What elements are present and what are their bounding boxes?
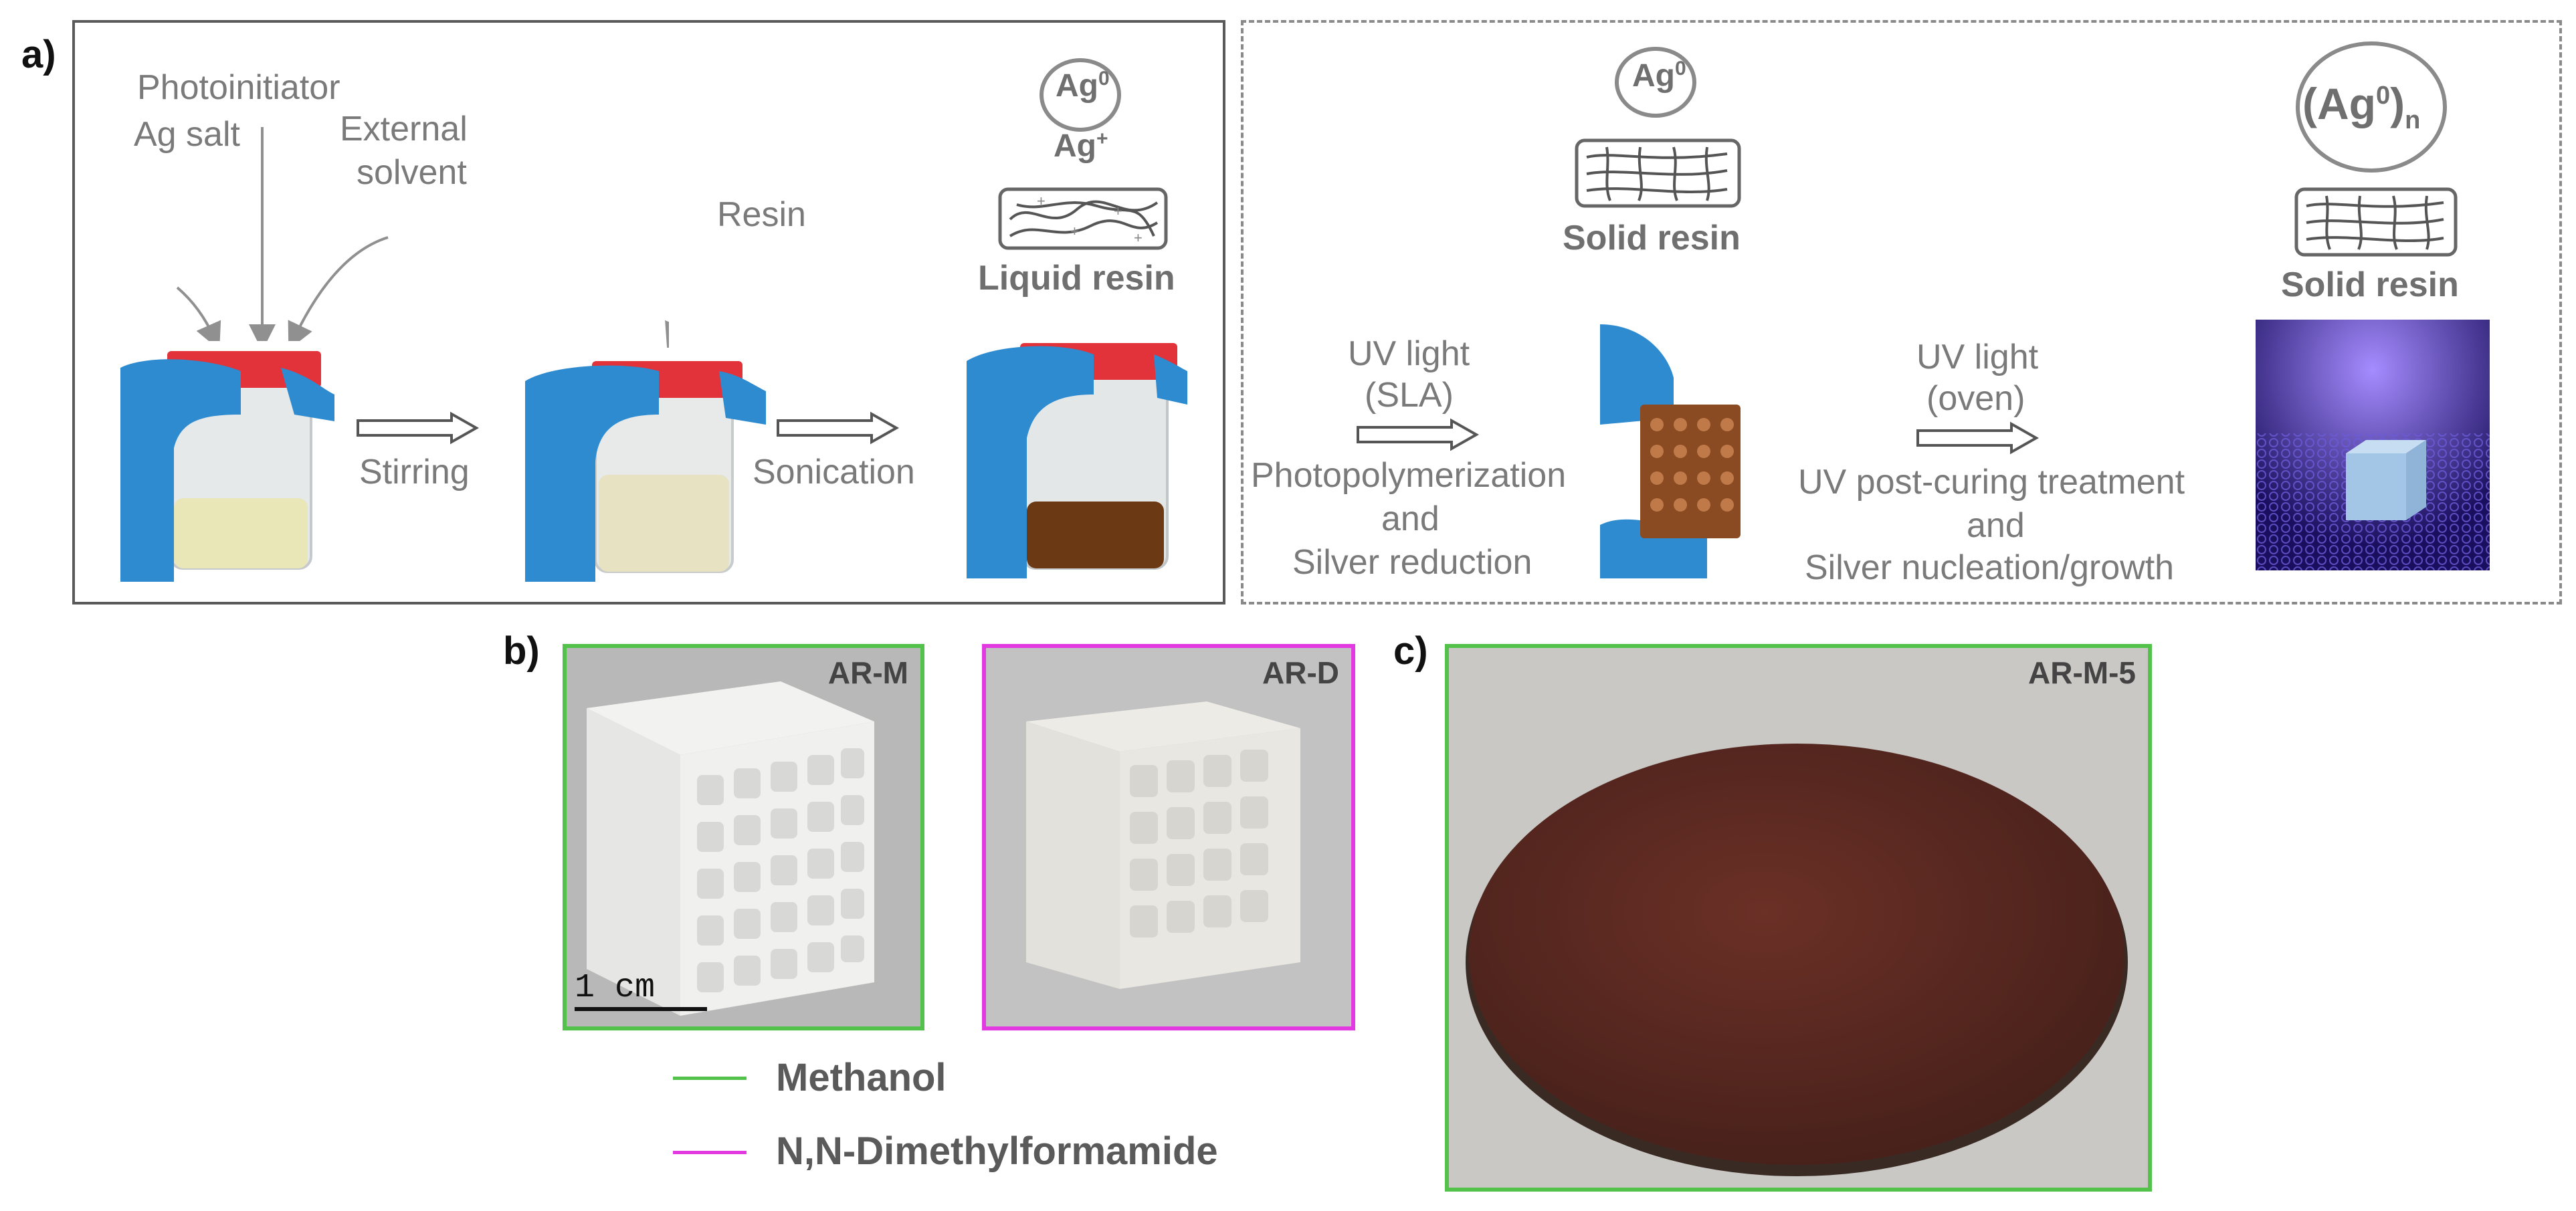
step-label-sonication: Sonication bbox=[753, 453, 915, 491]
input-label-solvent: solvent bbox=[357, 153, 467, 192]
input-label-photoinitiator: Photoinitiator bbox=[137, 68, 340, 107]
solid-resin-label-1: Solid resin bbox=[1563, 219, 1741, 257]
input-label-ag-salt: Ag salt bbox=[134, 115, 240, 154]
legend-swatch-dmf bbox=[673, 1151, 747, 1154]
svg-text:+: + bbox=[1114, 203, 1122, 219]
sample-label-ar-m: AR-M bbox=[827, 655, 908, 690]
input-arrows bbox=[176, 127, 669, 351]
hollow-arrow-stirring bbox=[357, 411, 480, 445]
svg-text:+: + bbox=[1037, 193, 1046, 209]
input-label-external: External bbox=[340, 110, 468, 148]
ag0-label-2: Ag0 bbox=[1632, 58, 1686, 94]
step-label-stirring: Stirring bbox=[359, 453, 470, 491]
hollow-arrow-uv-oven bbox=[1916, 421, 2040, 455]
panel-label-b: b) bbox=[503, 629, 540, 673]
vial-photo-3 bbox=[967, 331, 1187, 578]
legend-label-methanol: Methanol bbox=[776, 1056, 947, 1099]
solid-resin-network-icon-1 bbox=[1575, 138, 1741, 208]
sample-photo-ar-m: AR-M 1 cm bbox=[563, 644, 924, 1030]
step4-desc-1: UV post-curing treatment bbox=[1798, 463, 2185, 502]
uv-sla-line-2: (SLA) bbox=[1365, 376, 1454, 415]
step3-desc-3: Silver reduction bbox=[1292, 543, 1532, 582]
sample-photo-ar-d: AR-D bbox=[982, 644, 1355, 1030]
hollow-arrow-sonication bbox=[777, 411, 900, 445]
input-label-resin: Resin bbox=[717, 195, 806, 234]
solid-resin-network-icon-2 bbox=[2294, 187, 2458, 257]
stage2-box bbox=[1241, 20, 2562, 604]
solid-resin-label-2: Solid resin bbox=[2281, 265, 2459, 304]
ag0-circle-icon-2 bbox=[1615, 47, 1696, 118]
stage1-box bbox=[72, 20, 1225, 604]
ag0-circle-icon bbox=[1039, 58, 1121, 132]
sample-label-ar-m-5: AR-M-5 bbox=[2028, 655, 2136, 690]
step3-desc-1: Photopolymerization bbox=[1251, 456, 1567, 495]
vial-photo-1 bbox=[120, 341, 334, 582]
uv-oven-line-2: (oven) bbox=[1926, 379, 2025, 418]
step3-desc-2: and bbox=[1381, 500, 1440, 538]
legend-swatch-methanol bbox=[673, 1077, 747, 1080]
ag0-label-1: Ag0 bbox=[1056, 68, 1110, 104]
ag0n-circle-icon bbox=[2296, 41, 2447, 173]
scalebar-label: 1 cm bbox=[575, 969, 656, 1007]
step4-desc-3: Silver nucleation/growth bbox=[1805, 548, 2175, 587]
svg-text:+: + bbox=[1070, 223, 1079, 239]
panel-label-c: c) bbox=[1393, 629, 1428, 673]
legend-label-dmf: N,N-Dimethylformamide bbox=[776, 1129, 1218, 1173]
liquid-resin-label: Liquid resin bbox=[978, 259, 1175, 298]
panel-label-a: a) bbox=[21, 33, 56, 76]
step4-desc-2: and bbox=[1967, 506, 2025, 545]
vial-photo-2 bbox=[525, 348, 766, 582]
svg-text:+: + bbox=[1134, 229, 1143, 246]
liquid-resin-network-icon: + + + + bbox=[998, 187, 1168, 250]
uv-oven-line-1: UV light bbox=[1916, 338, 2039, 376]
printed-cube-photo bbox=[1600, 324, 1754, 578]
uv-oven-photo bbox=[2256, 320, 2490, 570]
sample-label-ar-d: AR-D bbox=[1262, 655, 1339, 690]
sample-photo-ar-m-5: AR-M-5 bbox=[1445, 644, 2152, 1192]
hollow-arrow-uv-sla bbox=[1357, 418, 1480, 451]
uv-sla-line-1: UV light bbox=[1348, 334, 1470, 373]
ag0n-label: (Ag0)n bbox=[2302, 79, 2421, 135]
ag-ion-label: Ag+ bbox=[1054, 128, 1108, 164]
